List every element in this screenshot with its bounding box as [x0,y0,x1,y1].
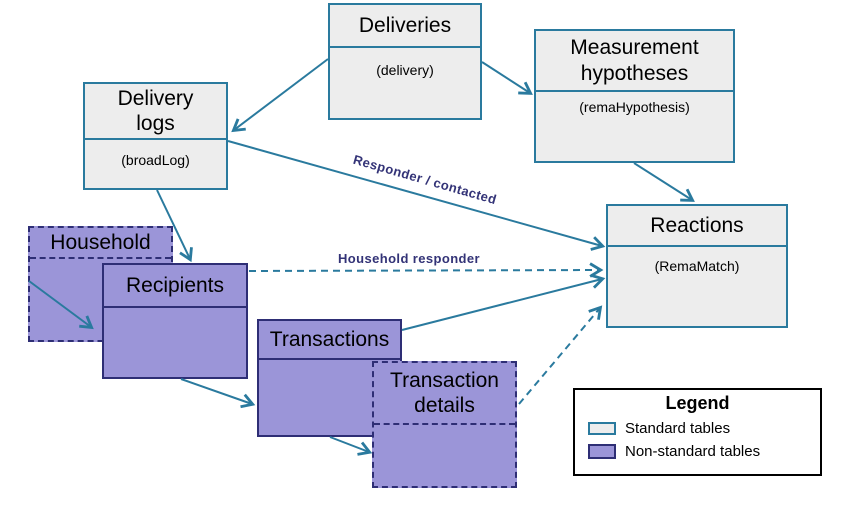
node-deliveries: Deliveries (delivery) [328,3,482,120]
edge-label-responder-contacted: Responder / contacted [351,151,499,208]
node-delivery-logs-subtitle: (broadLog) [121,152,190,168]
node-measurement-hypotheses: Measurement hypotheses (remaHypothesis) [534,29,735,163]
legend-item-nonstandard: Non-standard tables [588,443,820,460]
edge-measurement-hypotheses-to-reactions [633,162,695,202]
node-measurement-hypotheses-title: Measurement hypotheses [536,31,733,92]
node-delivery-logs: Delivery logs (broadLog) [83,82,228,190]
node-recipients-body [104,308,246,377]
edge-deliveries-to-measurement-hypotheses [481,61,533,95]
node-reactions: Reactions (RemaMatch) [606,204,788,328]
edge-deliveries-to-delivery-logs [231,58,329,133]
node-household-title: Household [30,228,171,259]
legend-label-standard: Standard tables [625,420,731,437]
legend-title: Legend [665,393,730,413]
node-transactions-title: Transactions [259,321,400,360]
node-reactions-title: Reactions [608,206,786,247]
edge-recipients-to-transactions [180,378,256,409]
edge-label-household-responder: Household responder [338,251,480,266]
edge-recipients-to-reactions-dashed [248,262,604,278]
nonstandard-table-swatch-icon [588,444,616,459]
legend-label-nonstandard: Non-standard tables [625,443,761,460]
legend-item-standard: Standard tables [588,420,820,437]
node-transaction-details-body [374,425,515,486]
node-measurement-hypotheses-subtitle: (remaHypothesis) [579,99,690,115]
standard-table-swatch-icon [588,422,616,435]
node-deliveries-subtitle: (delivery) [376,62,434,78]
node-recipients: Recipients [102,263,248,379]
node-transaction-details-title: Transaction details [374,363,515,425]
node-deliveries-title: Deliveries [330,5,480,48]
legend: Legend Standard tables Non-standard tabl… [573,388,822,476]
node-delivery-logs-title: Delivery logs [85,84,226,140]
node-transaction-details: Transaction details [372,361,517,488]
node-recipients-title: Recipients [104,265,246,308]
edge-transactions-to-reactions [401,273,606,331]
node-reactions-subtitle: (RemaMatch) [654,258,740,274]
edge-transactions-to-transaction-details [329,436,373,456]
